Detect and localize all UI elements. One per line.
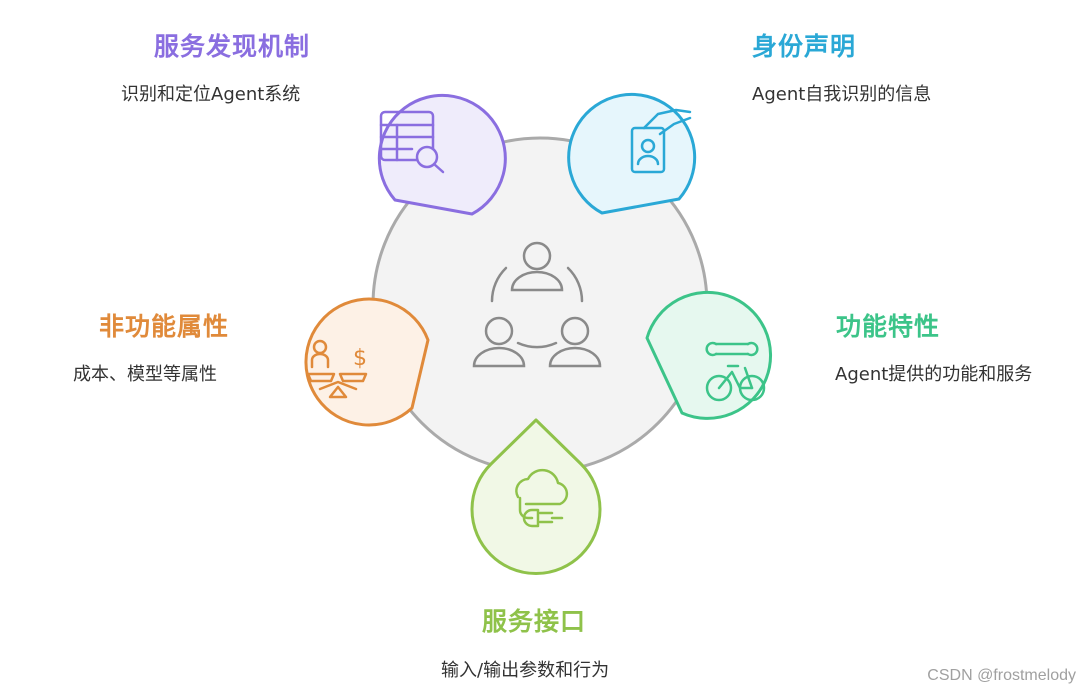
svg-text:$: $: [353, 346, 367, 371]
functional-desc: Agent提供的功能和服务: [835, 364, 1033, 385]
wrench-bicycle-icon: [705, 341, 766, 402]
table-search-icon: [379, 110, 445, 174]
functional-drop: [645, 290, 773, 420]
discovery-title: 服务发现机制: [154, 32, 311, 61]
identity-desc: Agent自我识别的信息: [752, 84, 932, 105]
non-functional-drop: $: [304, 297, 430, 427]
functional-title: 功能特性: [836, 312, 941, 341]
scale-person-dollar-icon: $: [306, 339, 368, 399]
discovery-drop: [377, 93, 507, 216]
team-icon: [472, 241, 602, 368]
interface-title: 服务接口: [482, 607, 587, 636]
discovery-desc: 识别和定位Agent系统: [121, 84, 301, 105]
interface-drop: [470, 418, 602, 576]
non-functional-title: 非功能属性: [99, 312, 230, 341]
interface-desc: 输入/输出参数和行为: [441, 660, 610, 681]
cloud-plug-icon: [515, 468, 569, 528]
identity-title: 身份声明: [752, 32, 857, 61]
non-functional-desc: 成本、模型等属性: [73, 364, 217, 385]
identity-drop: [567, 92, 697, 215]
watermark: CSDN @frostmelody: [927, 667, 1076, 684]
id-card-hand-icon: [630, 108, 692, 174]
